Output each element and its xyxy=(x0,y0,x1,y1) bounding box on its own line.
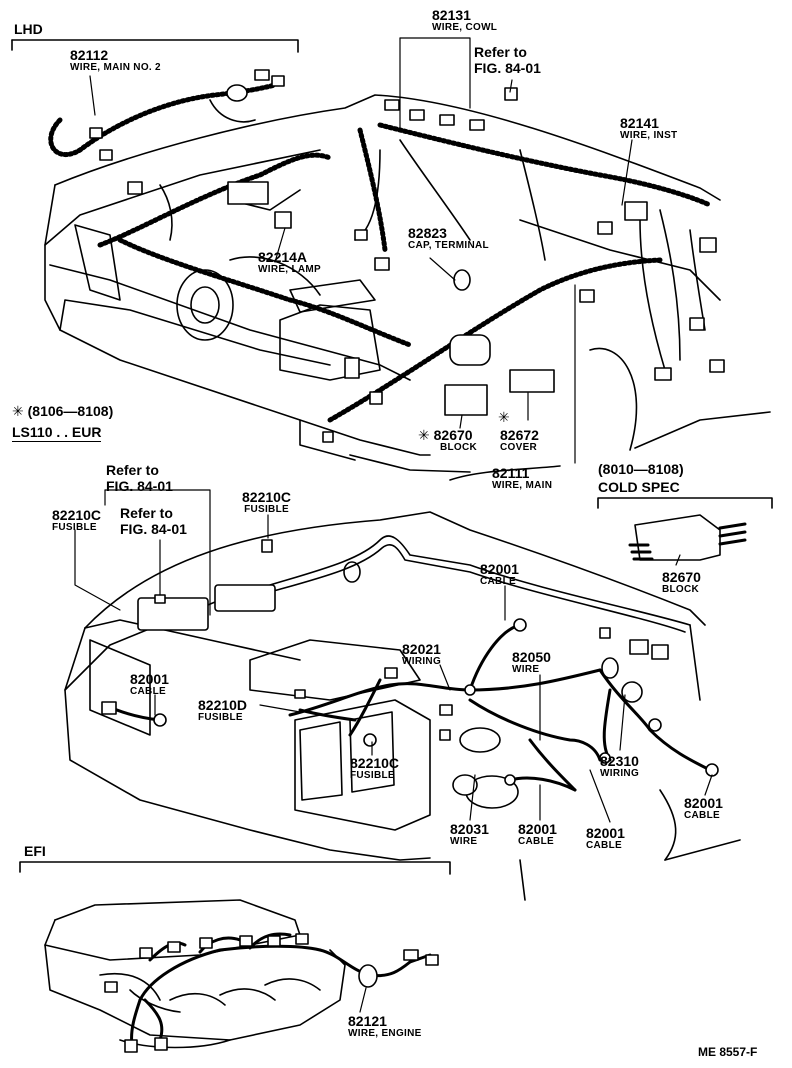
cold-spec-range: (8010—8108) xyxy=(598,461,684,477)
cold-spec-bracket xyxy=(597,497,773,509)
refer-fig-label-top: Refer to FIG. 84-01 xyxy=(474,44,541,77)
part-label-82050: 82050 WIRE xyxy=(512,649,551,675)
asterisk-icon: ✳ xyxy=(418,427,430,443)
part-label-82131: 82131 WIRE, COWL xyxy=(432,7,498,33)
cold-spec-block-pins xyxy=(628,522,747,561)
part-label-82001-cable-right: 82001 CABLE xyxy=(684,795,723,821)
efi-connectors xyxy=(104,933,439,1053)
note-asterisk-range: ✳ (8106—8108) xyxy=(12,403,114,419)
part-label-82021: 82021 WIRING xyxy=(402,641,442,667)
middle-car-components xyxy=(101,514,721,809)
part-label-82112: 82112 WIRE, MAIN NO. 2 xyxy=(70,47,161,73)
part-label-82001-cable-bottom-right: 82001 CABLE xyxy=(586,825,625,851)
top-car-body xyxy=(44,94,771,481)
refer-fig-label-left: Refer to FIG. 84-01 xyxy=(106,462,173,495)
efi-leader-line xyxy=(359,987,367,1013)
asterisk-mark-82672: ✳ xyxy=(498,410,510,424)
part-label-82214a: 82214A WIRE, LAMP xyxy=(258,249,321,275)
part-label-82670-block-top: ✳ 82670 BLOCK xyxy=(418,427,478,453)
part-label-82672: 82672 COVER xyxy=(500,427,539,453)
middle-car-body xyxy=(64,511,741,901)
note-model-label: LS110 . . EUR xyxy=(12,424,102,442)
part-label-82001-cable-bottom-left: 82001 CABLE xyxy=(518,821,557,847)
part-label-82031: 82031 WIRE xyxy=(450,821,489,847)
cold-spec-label: COLD SPEC xyxy=(598,479,680,495)
part-label-82670-block-cold: 82670 BLOCK xyxy=(662,569,701,595)
part-label-82210d: 82210D FUSIBLE xyxy=(198,697,248,723)
part-label-82210c-top: 82210C FUSIBLE xyxy=(242,489,292,515)
lhd-bracket xyxy=(11,39,299,53)
part-label-82210c-bottom: 82210C FUSIBLE xyxy=(350,755,400,781)
section-lhd-label: LHD xyxy=(14,21,43,37)
part-label-82310: 82310 WIRING xyxy=(600,753,640,779)
diagram-code: ME 8557-F xyxy=(698,1045,758,1059)
part-label-82111: 82111 WIRE, MAIN xyxy=(492,465,553,491)
part-label-82121: 82121 WIRE, ENGINE xyxy=(348,1013,422,1039)
efi-engine-body xyxy=(44,899,346,1049)
section-efi-label: EFI xyxy=(24,843,46,859)
top-leader-lines xyxy=(89,37,633,464)
asterisk-icon: ✳ xyxy=(498,409,510,425)
top-car-connectors xyxy=(89,69,725,443)
middle-car-pipe xyxy=(269,535,691,633)
part-label-82210c-left: 82210C FUSIBLE xyxy=(52,507,102,533)
efi-bracket xyxy=(19,861,451,875)
part-label-82001-cable-top: 82001 CABLE xyxy=(480,561,519,587)
part-label-82141: 82141 WIRE, INST xyxy=(620,115,678,141)
middle-leader-lines xyxy=(74,489,713,823)
asterisk-icon: ✳ xyxy=(12,403,24,419)
part-label-82823: 82823 CAP, TERMINAL xyxy=(408,225,489,251)
refer-fig-label-middle: Refer to FIG. 84-01 xyxy=(120,505,187,538)
part-label-82001-cable-left: 82001 CABLE xyxy=(130,671,169,697)
